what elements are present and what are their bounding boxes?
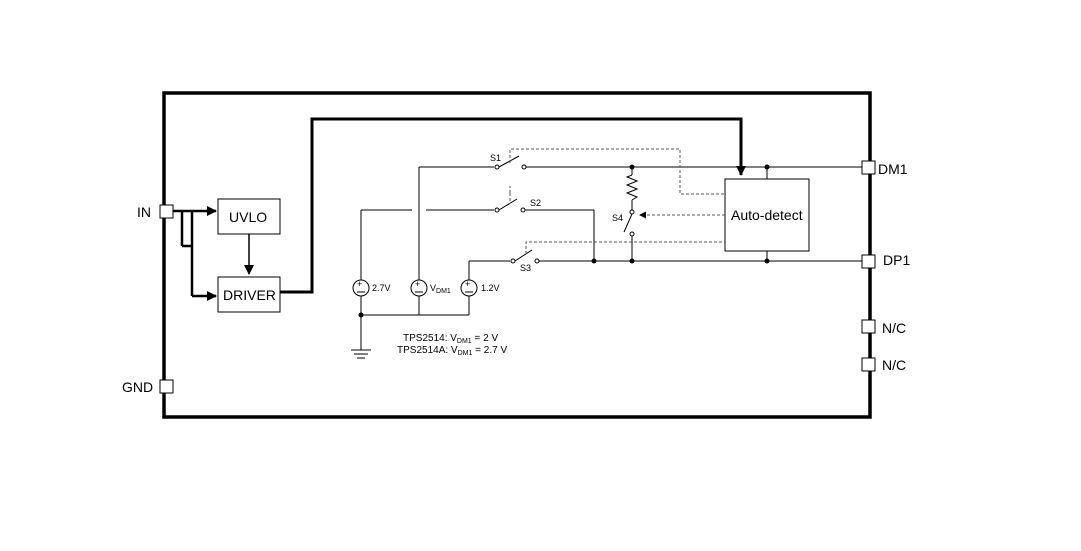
note-tps2514a: TPS2514A: VDM1 = 2.7 V: [397, 345, 507, 357]
pin-dm1: DM1: [861, 160, 908, 177]
svg-text:+: +: [357, 279, 362, 289]
switch-s3: [469, 249, 540, 264]
pin-gnd: GND: [122, 379, 174, 395]
switch-s3-label: S3: [520, 263, 531, 273]
note-1-prefix: TPS2514: V: [403, 333, 457, 344]
pin-in: IN: [137, 204, 174, 220]
note-2-suffix: = 2.7 V: [472, 345, 507, 356]
switch-s4: [623, 209, 635, 237]
source-2v7-label: 2.7V: [372, 283, 391, 293]
driver-label: DRIVER: [223, 287, 276, 303]
junction-dots: [591, 164, 770, 264]
note-2-sub: DM1: [458, 350, 473, 357]
in-routing: [173, 206, 217, 301]
switch-s2: [361, 198, 542, 213]
svg-text:+: +: [415, 279, 420, 289]
auto-detect-block: Auto-detect: [724, 178, 810, 252]
pin-nc-2-label: N/C: [882, 357, 906, 373]
switch-s1-label: S1: [490, 153, 501, 163]
source-vdm1: +: [410, 279, 428, 297]
signal-rails: [525, 166, 862, 262]
uvlo-label: UVLO: [229, 209, 267, 225]
source-vdm1-label: VDM1: [430, 283, 451, 295]
source-vdm1-sub: DM1: [436, 288, 451, 295]
pin-gnd-label: GND: [122, 379, 153, 395]
source-2v7: +: [352, 279, 370, 297]
uvlo-block: UVLO: [217, 198, 281, 235]
pin-dp1: DP1: [861, 252, 910, 269]
source-1v2: +: [460, 279, 478, 297]
note-1-suffix: = 2 V: [472, 333, 499, 344]
pin-dm1-label: DM1: [878, 161, 908, 177]
auto-detect-label: Auto-detect: [731, 207, 803, 223]
switch-s2-label: S2: [530, 198, 541, 208]
ground-icon: [351, 349, 371, 359]
driver-block: DRIVER: [217, 276, 281, 313]
note-2-prefix: TPS2514A: V: [397, 345, 458, 356]
source-1v2-label: 1.2V: [481, 283, 500, 293]
source-vdm1-main: V: [430, 283, 436, 293]
switch-s1: [419, 155, 527, 170]
control-lines: [509, 148, 725, 254]
ground-node-dot: [358, 312, 364, 318]
switch-s4-label: S4: [612, 213, 623, 223]
chip-outline: [162, 91, 872, 419]
pin-in-label: IN: [137, 204, 151, 220]
note-tps2514: TPS2514: VDM1 = 2 V: [403, 333, 498, 345]
pullup-resistor: [625, 174, 639, 201]
pin-dp1-label: DP1: [883, 252, 910, 268]
note-1-sub: DM1: [457, 338, 472, 345]
driver-to-autodetect-wire: [280, 117, 746, 294]
pin-nc-1: N/C: [861, 319, 906, 336]
source-wires: [360, 167, 470, 350]
pin-nc-2: N/C: [861, 357, 906, 373]
pin-nc-1-label: N/C: [882, 320, 906, 336]
svg-text:+: +: [465, 279, 470, 289]
